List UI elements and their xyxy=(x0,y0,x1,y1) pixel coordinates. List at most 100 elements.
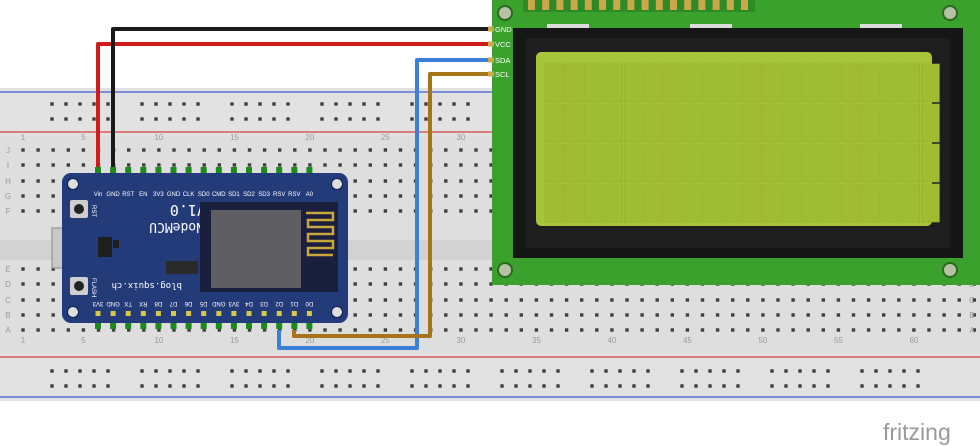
breadboard-hole xyxy=(202,148,206,152)
lcd-cell xyxy=(584,103,604,143)
nodemcu-pad xyxy=(231,311,237,316)
rail-hole xyxy=(320,369,324,373)
lcd-cell xyxy=(564,143,584,183)
column-number: 5 xyxy=(81,336,86,345)
lcd-cell xyxy=(841,143,861,183)
lcd-cell xyxy=(782,63,802,103)
breadboard-hole xyxy=(972,298,976,302)
nodemcu-bottom-pins xyxy=(95,311,313,329)
lcd-header-pin xyxy=(741,0,748,10)
column-number: 1 xyxy=(21,336,26,345)
breadboard-hole xyxy=(36,282,40,286)
lcd-cell xyxy=(584,63,604,103)
column-number: 20 xyxy=(305,133,314,142)
rail-hole xyxy=(708,384,712,388)
breadboard-hole xyxy=(625,313,629,317)
rail-hole xyxy=(320,117,324,121)
lcd-cell xyxy=(564,103,584,143)
lcd-cell xyxy=(920,183,940,223)
breadboard-hole xyxy=(595,298,599,302)
rst-label: RST xyxy=(90,205,96,217)
breadboard-hole xyxy=(504,328,508,332)
breadboard-hole xyxy=(217,163,221,167)
breadboard-hole xyxy=(278,148,282,152)
rail-hole xyxy=(410,384,414,388)
rail-hole xyxy=(140,102,144,106)
nodemcu-top-pin-label: SD3 xyxy=(258,192,270,198)
rail-hole xyxy=(106,369,110,373)
rail-hole xyxy=(694,369,698,373)
breadboard-hole xyxy=(444,298,448,302)
breadboard-hole xyxy=(851,313,856,317)
breadboard-hole xyxy=(353,313,357,317)
breadboard-hole xyxy=(21,209,25,213)
breadboard-hole xyxy=(444,328,448,332)
lcd-header-pin xyxy=(684,0,692,10)
rail-hole xyxy=(514,369,518,373)
lcd-cell xyxy=(802,63,821,103)
rail-hole xyxy=(784,384,788,388)
lcd-header-pin xyxy=(584,0,592,10)
mount-hole-bottom-left xyxy=(67,306,79,318)
breadboard-hole xyxy=(368,179,372,183)
rail-hole xyxy=(770,384,774,388)
breadboard-hole xyxy=(187,163,191,167)
row-letter: B xyxy=(969,311,974,320)
board-version: V1.0 xyxy=(170,201,206,219)
breadboard-hole xyxy=(489,328,493,332)
rail-hole xyxy=(272,102,276,106)
ch340-chip xyxy=(98,237,119,257)
breadboard-hole xyxy=(836,298,841,302)
lcd-cell xyxy=(782,183,802,223)
lcd-cell xyxy=(584,143,604,183)
rail-hole xyxy=(528,384,532,388)
breadboard-hole xyxy=(383,267,388,271)
breadboard-hole xyxy=(142,163,146,167)
column-number: 10 xyxy=(154,336,163,345)
lcd-cell xyxy=(762,183,782,223)
rail-hole xyxy=(466,117,470,121)
breadboard-hole xyxy=(217,328,221,332)
rail-hole xyxy=(826,369,830,373)
rail-hole xyxy=(618,369,622,373)
nodemcu-bottom-pin xyxy=(170,323,177,329)
breadboard-hole xyxy=(912,328,916,332)
breadboard-hole xyxy=(746,313,750,317)
rail-hole xyxy=(680,369,684,373)
breadboard-hole xyxy=(383,148,388,152)
nodemcu-pad xyxy=(276,311,282,316)
rail-hole xyxy=(556,384,560,388)
board-website: blog.squix.ch xyxy=(112,280,182,290)
breadboard-hole xyxy=(897,313,901,317)
rail-hole xyxy=(376,117,380,121)
rail-hole xyxy=(916,369,920,373)
rail-hole xyxy=(320,384,324,388)
breadboard-hole xyxy=(21,194,25,198)
breadboard-hole xyxy=(640,298,644,302)
lcd-cell xyxy=(722,103,742,143)
lcd-cell xyxy=(722,63,742,103)
nodemcu-top-pin xyxy=(155,167,162,173)
lcd-cell xyxy=(881,183,901,223)
breadboard-hole xyxy=(459,267,463,271)
breadboard-hole xyxy=(398,313,403,317)
nodemcu-top-pin xyxy=(261,167,268,173)
breadboard-hole xyxy=(368,282,372,286)
flash-button-cap xyxy=(74,281,84,291)
lcd-cell xyxy=(643,63,663,103)
lcd-mount-hole-top-right xyxy=(942,5,958,21)
breadboard-hole xyxy=(866,328,871,332)
breadboard-hole xyxy=(564,313,569,317)
rail-hole xyxy=(424,384,428,388)
rail-hole xyxy=(632,384,636,388)
nodemcu-pad xyxy=(291,311,297,316)
breadboard-hole xyxy=(655,298,659,302)
breadboard-hole xyxy=(474,328,478,332)
breadboard-hole xyxy=(353,209,357,213)
nodemcu-pad xyxy=(95,311,101,316)
rail-hole xyxy=(244,369,248,373)
lcd-cell xyxy=(802,183,821,223)
rail-hole xyxy=(556,369,560,373)
lcd-header-pin xyxy=(627,0,635,10)
